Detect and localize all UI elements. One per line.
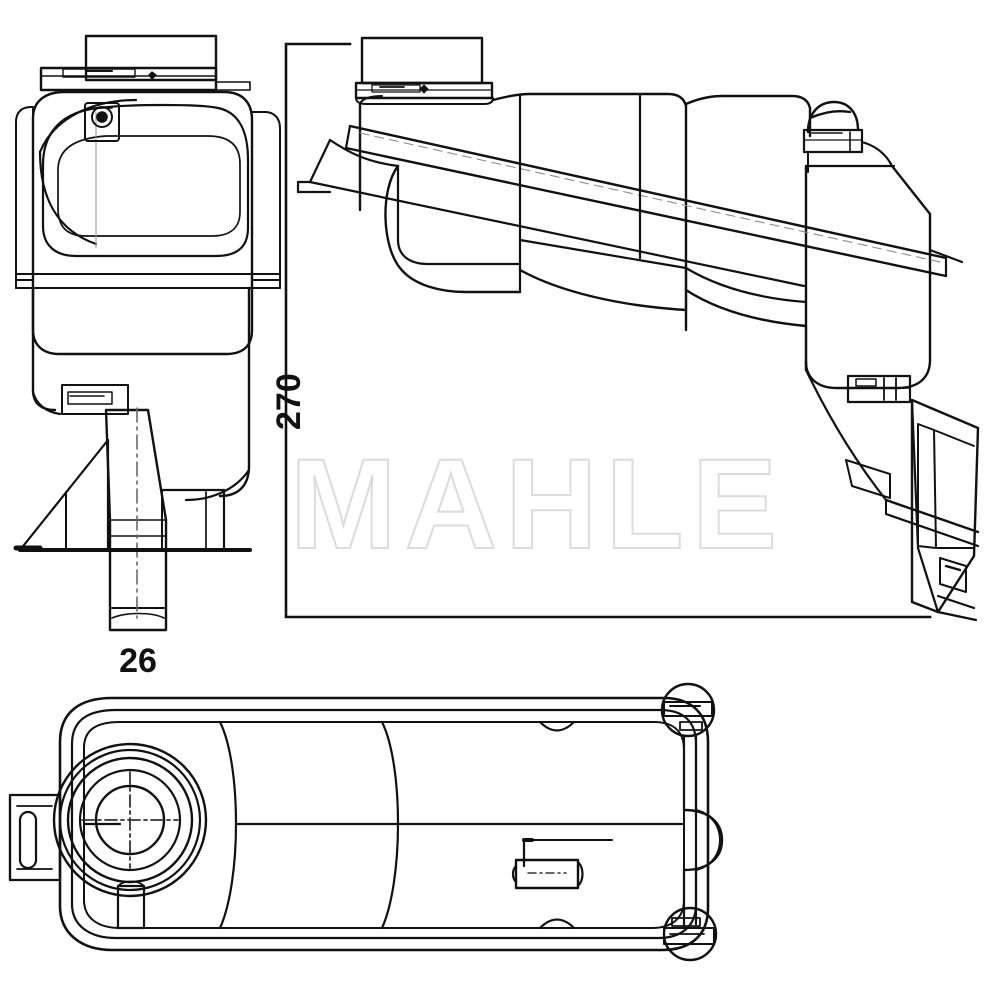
plan-chamber-dividers xyxy=(82,720,686,930)
height-dimension xyxy=(284,42,932,619)
filler-cap xyxy=(354,36,494,105)
left-chamber xyxy=(328,94,522,294)
plan-outer-shell xyxy=(58,696,710,952)
mid-chambers xyxy=(518,94,808,328)
filler-cap-top xyxy=(52,742,208,930)
side-view-body xyxy=(31,90,254,356)
side-view-base xyxy=(13,438,252,552)
hose-nipple xyxy=(846,374,912,404)
mounting-bracket-right xyxy=(804,368,980,622)
front-view-body xyxy=(358,92,852,332)
plan-view xyxy=(8,682,724,962)
brand-watermark: MAHLE xyxy=(289,432,785,577)
outlet-pipe xyxy=(61,384,168,632)
side-view-cap-block xyxy=(39,34,251,92)
right-module xyxy=(804,164,964,390)
watermark-text: MAHLE xyxy=(290,433,785,576)
mounting-bracket-left xyxy=(8,793,62,882)
plan-right-ports xyxy=(660,682,724,962)
right-dome-cap xyxy=(802,100,894,173)
level-sensor-port xyxy=(84,102,120,142)
height-dimension-label: 270 xyxy=(270,373,308,430)
side-view-flanges xyxy=(15,106,281,289)
side-view-lower-body xyxy=(31,286,251,502)
outlet-dimension-label: 26 xyxy=(119,642,157,680)
side-view xyxy=(13,34,281,632)
mounting-rails xyxy=(296,124,948,288)
plan-hose-nipple xyxy=(511,838,613,890)
front-view-lower-profile xyxy=(308,138,808,372)
front-view xyxy=(296,36,980,622)
